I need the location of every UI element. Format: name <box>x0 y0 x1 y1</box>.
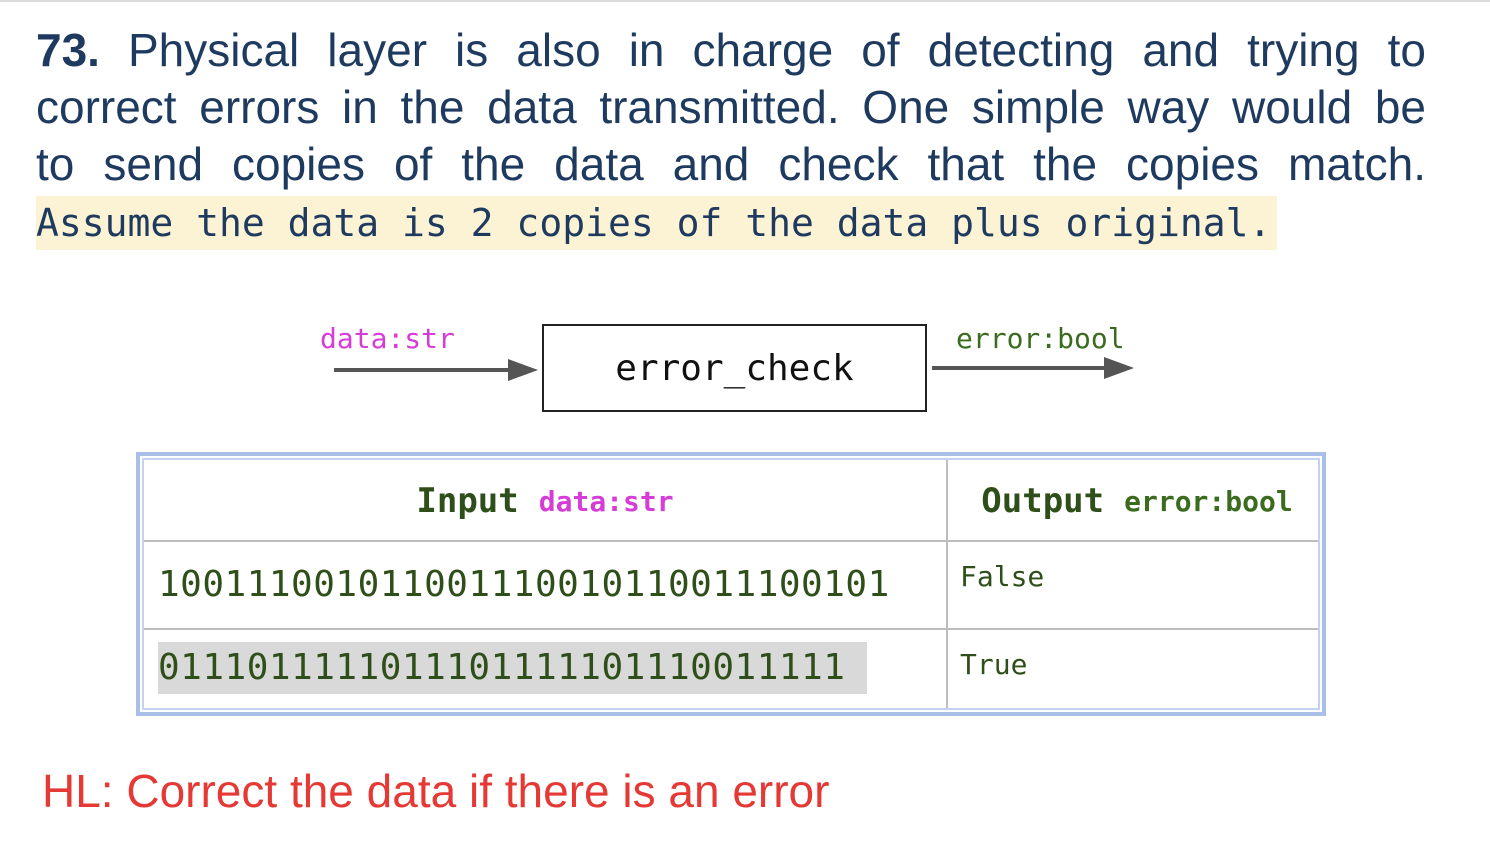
problem-number: 73. <box>36 24 100 76</box>
input-header-type: data:str <box>538 484 674 518</box>
hint-text: HL: Correct the data if there is an erro… <box>42 765 830 817</box>
table-row-1-output: False <box>960 560 1045 593</box>
column-divider <box>946 460 948 708</box>
table-row-2-output: True <box>960 648 1028 681</box>
diagram-input-label: data:str <box>320 322 455 355</box>
row-divider <box>144 540 1318 542</box>
diagram-output-label: error:bool <box>956 322 1125 355</box>
row-divider <box>144 628 1318 630</box>
top-divider <box>0 0 1490 2</box>
problem-line-3: to send copies of the data and check tha… <box>36 138 1426 190</box>
assumption-highlight: Assume the data is 2 copies of the data … <box>36 196 1278 250</box>
output-column-header: Output error:bool <box>948 460 1326 542</box>
output-arrowhead <box>1104 357 1134 379</box>
output-header-type: error:bool <box>1124 484 1293 518</box>
input-arrowhead <box>508 359 538 381</box>
input-column-header: Input data:str <box>144 460 946 542</box>
problem-statement: 73. Physical layer is also in charge of … <box>36 22 1426 193</box>
table-row-2-input: 0111011111011101111101110011111 <box>158 642 868 694</box>
problem-line-1: 73. Physical layer is also in charge of … <box>36 24 1426 76</box>
function-box: error_check <box>542 324 927 412</box>
input-header-label: Input <box>416 481 519 521</box>
problem-line-2: correct errors in the data transmitted. … <box>36 81 1426 133</box>
output-header-label: Output <box>981 481 1105 521</box>
examples-table: Input data:str Output error:bool 1001110… <box>136 452 1326 716</box>
table-row-1-input: 100111001011001110010110011100101 <box>158 564 890 605</box>
